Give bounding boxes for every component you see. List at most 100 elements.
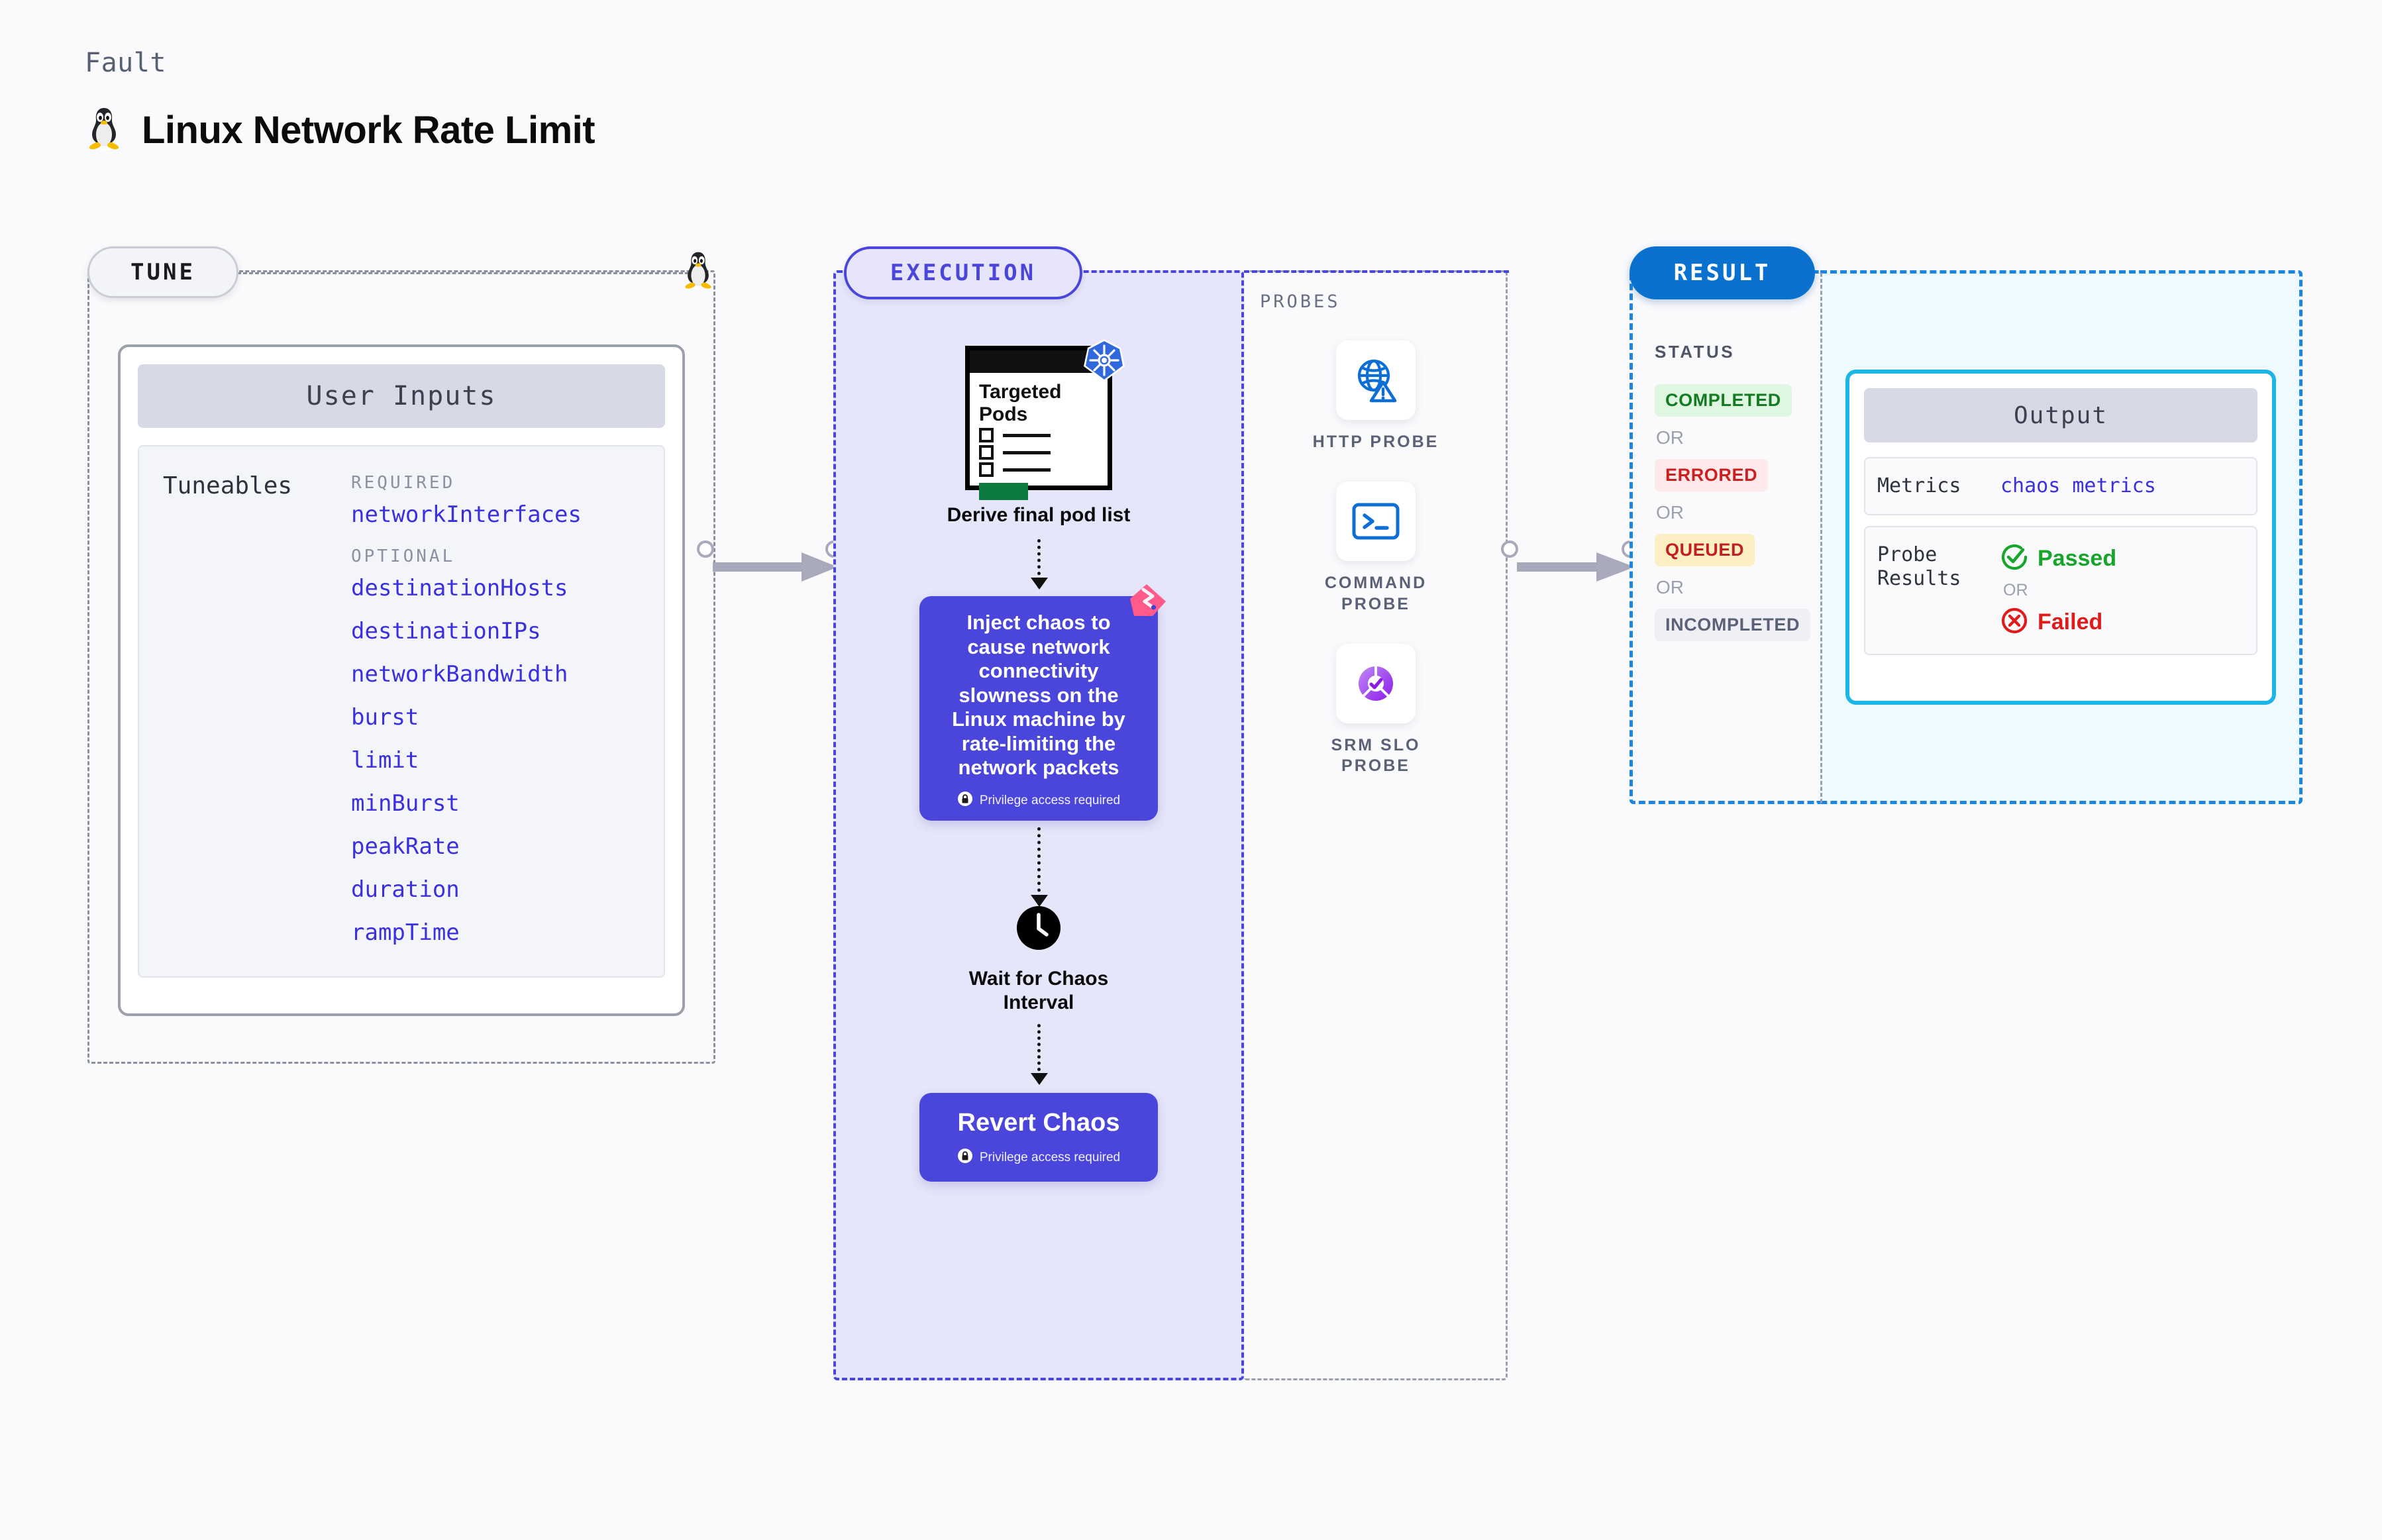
execution-section-container <box>833 270 1244 1380</box>
tuneable-minBurst[interactable]: minBurst <box>351 790 460 817</box>
status-label: STATUS <box>1655 342 1735 362</box>
checkbox-icon <box>979 445 994 460</box>
status-badge-errored: ERRORED <box>1655 459 1769 491</box>
tuneable-networkInterfaces[interactable]: networkInterfaces <box>351 501 582 528</box>
status-badge-completed: COMPLETED <box>1655 384 1792 417</box>
pods-card-topbar <box>970 350 1108 373</box>
flow-arrow-1 <box>1031 539 1048 590</box>
clock-icon <box>1016 905 1061 954</box>
tune-section-pill[interactable]: TUNE <box>87 246 238 298</box>
x-circle-icon <box>2000 607 2028 638</box>
tuneables-list: REQUIRED networkInterfaces OPTIONAL dest… <box>351 473 664 976</box>
linux-penguin-icon <box>85 106 123 154</box>
probe-results-values: Passed OR Failed <box>2000 543 2116 638</box>
pods-card-title: Targeted Pods <box>979 381 1062 425</box>
tuneables-group-optional: OPTIONAL <box>351 546 456 566</box>
probe-srm-slo-label: SRM SLO PROBE <box>1331 735 1421 775</box>
pods-list-item <box>970 460 1108 478</box>
status-or-2: OR <box>1656 502 1684 523</box>
tuneable-duration[interactable]: duration <box>351 876 460 903</box>
probe-srm-slo[interactable]: SRM SLO PROBE <box>1331 643 1421 777</box>
status-list: COMPLETED OR ERRORED OR QUEUED OR INCOMP… <box>1655 384 1811 641</box>
execution-flow: Targeted Pods <box>833 270 1244 1380</box>
derive-pod-list-caption: Derive final pod list <box>947 504 1131 526</box>
placeholder-line <box>1003 433 1051 437</box>
flow-arrow-3 <box>1031 1024 1048 1086</box>
targeted-pods-icon: Targeted Pods <box>965 339 1125 501</box>
probes-label: PROBES <box>1260 291 1341 312</box>
tune-top-connector <box>237 272 701 274</box>
output-probe-results-row: Probe Results Passed OR <box>1864 526 2257 655</box>
tuneable-networkBandwidth[interactable]: networkBandwidth <box>351 661 568 688</box>
connector-node-probes-out <box>1501 540 1518 558</box>
tuneable-destinationHosts[interactable]: destinationHosts <box>351 575 568 601</box>
tuneable-limit[interactable]: limit <box>351 747 419 774</box>
status-badge-incompleted: INCOMPLETED <box>1655 609 1811 641</box>
result-section-pill[interactable]: RESULT <box>1630 246 1815 299</box>
result-inner-divider <box>1820 273 1822 803</box>
placeholder-line <box>1003 450 1051 454</box>
page-title: Linux Network Rate Limit <box>85 106 596 154</box>
tuneables-group-required: REQUIRED <box>351 473 456 493</box>
wait-for-chaos-caption: Wait for Chaos Interval <box>968 968 1109 1014</box>
output-metrics-row: Metrics chaos metrics <box>1864 457 2257 515</box>
fault-kicker: Fault <box>85 48 166 78</box>
probe-result-failed: Failed <box>2000 607 2116 638</box>
checkbox-icon <box>979 462 994 478</box>
globe-warning-icon <box>1335 340 1416 420</box>
inject-chaos-text: Inject chaos to cause network connectivi… <box>952 611 1125 780</box>
probe-result-or: OR <box>2003 581 2028 599</box>
tune-section-container <box>87 270 715 1064</box>
kubernetes-icon <box>1081 337 1127 387</box>
pods-progress-bar <box>979 483 1028 501</box>
revert-chaos-text: Revert Chaos <box>957 1109 1120 1137</box>
tuneable-burst[interactable]: burst <box>351 704 419 731</box>
inject-chaos-step[interactable]: Inject chaos to cause network connectivi… <box>919 584 1166 821</box>
output-title: Output <box>1864 388 2257 442</box>
flow-arrow-2 <box>1031 827 1048 907</box>
page-title-text: Linux Network Rate Limit <box>142 109 596 152</box>
probes-list: HTTP PROBE COMMAND PROBE <box>1244 311 1508 776</box>
probe-command[interactable]: COMMAND PROBE <box>1325 482 1427 615</box>
tuneables-label: Tuneables <box>163 472 293 499</box>
slo-donut-check-icon <box>1336 643 1416 723</box>
placeholder-line <box>1003 468 1051 472</box>
lock-icon <box>957 1148 973 1167</box>
probe-command-label: COMMAND PROBE <box>1324 574 1427 613</box>
status-or-1: OR <box>1656 427 1684 448</box>
status-or-3: OR <box>1656 577 1684 597</box>
check-circle-icon <box>2000 543 2028 574</box>
output-card: Output Metrics chaos metrics Probe Resul… <box>1845 370 2276 705</box>
probe-http[interactable]: HTTP PROBE <box>1313 340 1439 452</box>
revert-chaos-step[interactable]: Revert Chaos Privilege access required <box>919 1093 1158 1182</box>
tuneable-rampTime[interactable]: rampTime <box>351 919 460 946</box>
probe-result-passed: Passed <box>2000 543 2116 574</box>
pods-list-item <box>970 442 1108 460</box>
litmuschaos-icon <box>1126 582 1168 626</box>
connector-tune-to-execution <box>702 547 848 587</box>
terminal-icon <box>1335 482 1416 562</box>
connector-execution-to-result <box>1510 547 1643 587</box>
output-metrics-value[interactable]: chaos metrics <box>2000 474 2156 497</box>
output-probe-results-key: Probe Results <box>1877 543 1961 590</box>
output-metrics-key: Metrics <box>1877 474 1961 497</box>
probes-section-container <box>1244 270 1508 1380</box>
user-inputs-title: User Inputs <box>138 364 665 428</box>
privilege-notice: Privilege access required <box>933 1148 1145 1167</box>
linux-penguin-icon-small <box>681 250 715 293</box>
tuneable-destinationIPs[interactable]: destinationIPs <box>351 618 541 644</box>
privilege-text: Privilege access required <box>979 1150 1121 1164</box>
probe-http-label: HTTP PROBE <box>1312 433 1439 451</box>
user-inputs-card: User Inputs Tuneables REQUIRED networkIn… <box>118 344 685 1016</box>
probe-failed-label: Failed <box>2038 609 2103 635</box>
execution-section-pill[interactable]: EXECUTION <box>844 246 1082 299</box>
privilege-notice: Privilege access required <box>937 791 1141 810</box>
probes-top-border <box>1244 270 1509 273</box>
status-badge-queued: QUEUED <box>1655 534 1755 566</box>
connector-node-tune-out <box>697 540 714 558</box>
lock-icon <box>957 791 973 810</box>
tuneable-peakRate[interactable]: peakRate <box>351 833 460 860</box>
privilege-text: Privilege access required <box>979 793 1121 807</box>
pods-list-item <box>970 425 1108 443</box>
